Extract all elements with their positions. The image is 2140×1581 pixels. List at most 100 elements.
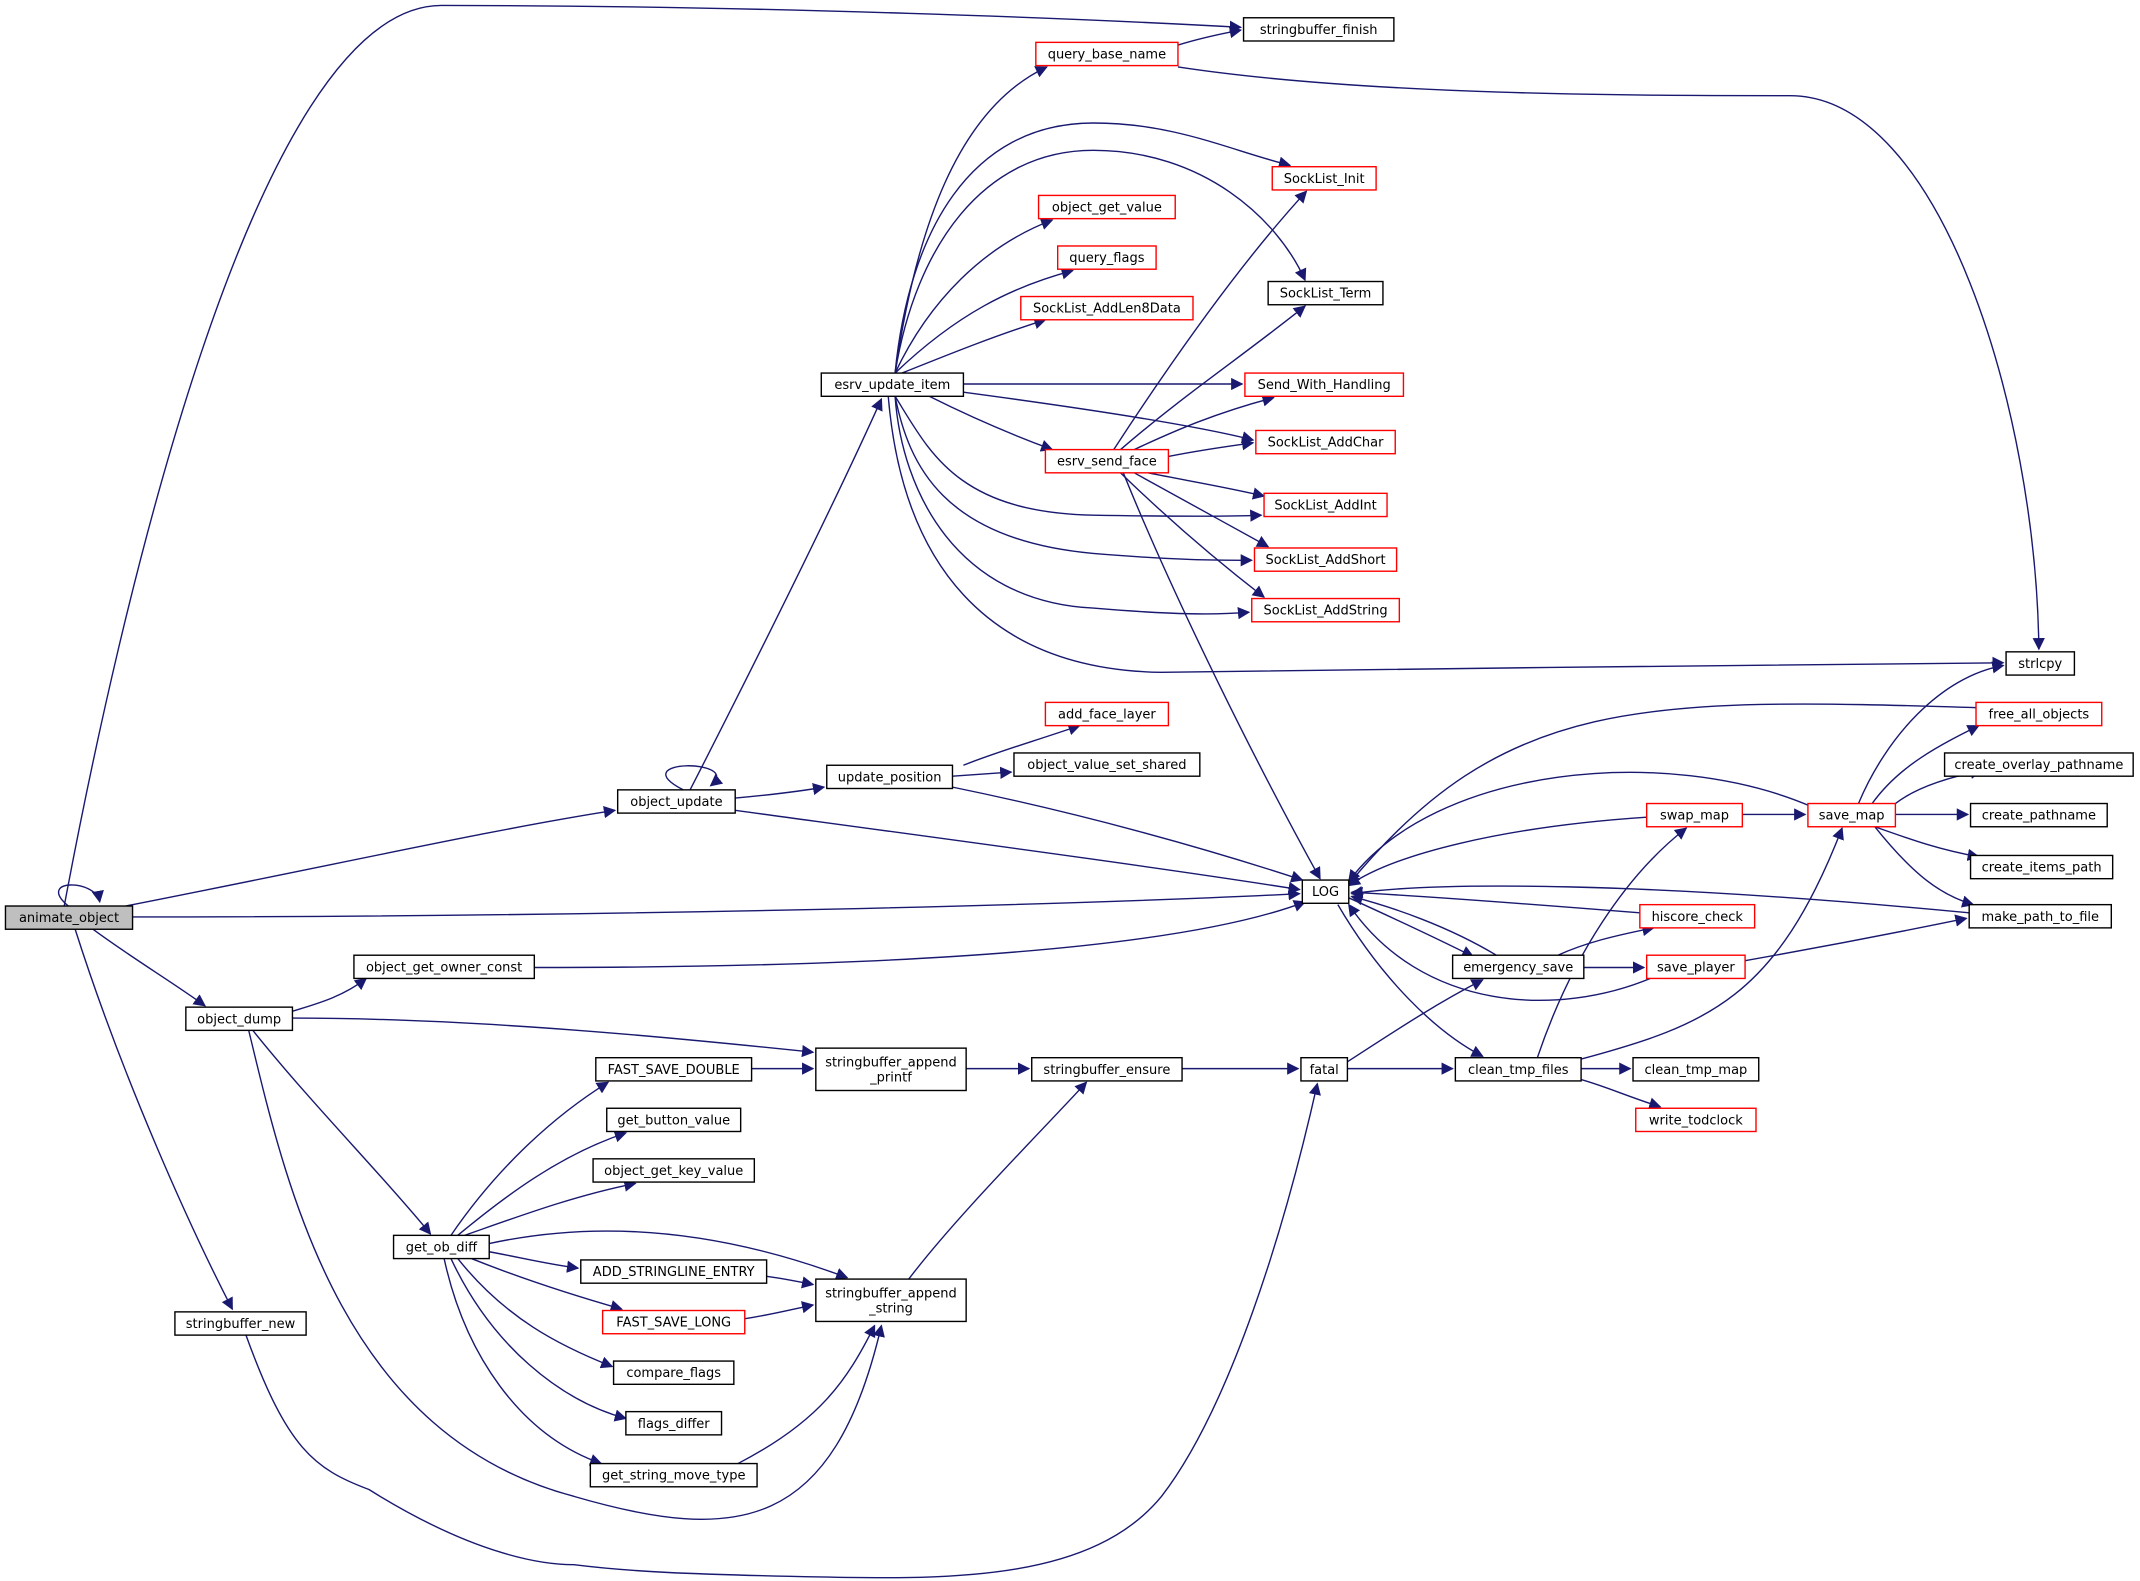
node-get-button-value[interactable]: get_button_value — [606, 1107, 742, 1133]
edge-esrv_update_item-to-esrv_send_face — [929, 396, 1054, 452]
node-socklist-addstring[interactable]: SockList_AddString — [1251, 597, 1401, 623]
node-get-string-move-type[interactable]: get_string_move_type — [589, 1462, 758, 1488]
node-label-line: object_dump — [197, 1012, 281, 1027]
edge-stringbuffer_new-to-fatal — [246, 1082, 1321, 1578]
node-label: write_todclock — [1649, 1113, 1743, 1128]
node-label: add_face_layer — [1058, 708, 1156, 723]
node-object-update[interactable]: object_update — [616, 789, 736, 814]
node-fast-save-long[interactable]: FAST_SAVE_LONG — [601, 1309, 746, 1335]
edge-get_string_move_type-to-stringbuffer_append_string — [738, 1324, 875, 1464]
node-label-line: stringbuffer_append — [825, 1055, 957, 1070]
node-save-player[interactable]: save_player — [1645, 954, 1746, 980]
node-compare-flags[interactable]: compare_flags — [612, 1360, 735, 1386]
node-label: object_get_key_value — [604, 1164, 743, 1179]
node-flags-differ[interactable]: flags_differ — [625, 1410, 723, 1436]
edge-object_update-to-esrv_update_item — [690, 397, 883, 790]
node-object-value-set-shared[interactable]: object_value_set_shared — [1013, 752, 1201, 777]
node-add-face-layer[interactable]: add_face_layer — [1044, 701, 1170, 727]
node-label: FAST_SAVE_LONG — [616, 1316, 731, 1331]
node-stringbuffer-finish[interactable]: stringbuffer_finish — [1242, 17, 1395, 42]
node-box — [185, 1006, 294, 1032]
node-socklist-init[interactable]: SockList_Init — [1271, 166, 1377, 191]
node-animate-object[interactable]: animate_object — [4, 905, 134, 930]
node-object-get-owner-const[interactable]: object_get_owner_const — [353, 954, 536, 980]
node-save-map[interactable]: save_map — [1807, 802, 1897, 828]
node-box — [1645, 802, 1744, 828]
node-fast-save-double[interactable]: FAST_SAVE_DOUBLE — [595, 1057, 753, 1082]
node-query-flags[interactable]: query_flags — [1057, 245, 1157, 270]
node-swap-map[interactable]: swap_map — [1645, 802, 1744, 828]
edge-update_position-to-LOG — [952, 787, 1304, 883]
node-send-with-handling[interactable]: Send_With_Handling — [1244, 372, 1405, 397]
node-box — [174, 1311, 307, 1336]
node-query-base-name[interactable]: query_base_name — [1035, 41, 1179, 67]
node-object-get-key-value[interactable]: object_get_key_value — [592, 1158, 756, 1183]
node-hiscore-check[interactable]: hiscore_check — [1639, 903, 1756, 929]
node-box — [1632, 1057, 1760, 1082]
edge-animate_object-to-object_update — [126, 805, 617, 906]
edge-get_ob_diff-to-FAST_SAVE_DOUBLE — [451, 1082, 610, 1235]
node-socklist-term[interactable]: SockList_Term — [1267, 280, 1384, 306]
node-strlcpy[interactable]: strlcpy — [2005, 651, 2076, 676]
edge-update_position-to-object_value_set_shared — [952, 766, 1013, 779]
node-label-line: SockList_AddLen8Data — [1033, 302, 1181, 317]
node-label: Send_With_Handling — [1258, 378, 1391, 393]
node-esrv-send-face[interactable]: esrv_send_face — [1044, 448, 1170, 474]
node-stringbuffer-new[interactable]: stringbuffer_new — [174, 1311, 307, 1336]
edge-animate_object-to-object_dump — [93, 929, 206, 1006]
node-box — [1242, 17, 1395, 42]
edge-LOG-to-clean_tmp_files — [1338, 905, 1484, 1057]
node-create-overlay-pathname[interactable]: create_overlay_pathname — [1943, 752, 2134, 777]
node-stringbuffer-append-printf[interactable]: stringbuffer_append_printf — [815, 1047, 967, 1092]
edge-hiscore_check-to-LOG — [1350, 886, 1640, 912]
node-clean-tmp-files[interactable]: clean_tmp_files — [1454, 1057, 1582, 1082]
node-update-position[interactable]: update_position — [826, 764, 954, 790]
node-emergency-save[interactable]: emergency_save — [1451, 954, 1585, 980]
node-log[interactable]: LOG — [1301, 879, 1350, 904]
node-label: object_get_value — [1052, 201, 1162, 216]
node-box — [826, 764, 954, 790]
node-box — [1044, 448, 1170, 474]
node-label: esrv_send_face — [1057, 455, 1157, 470]
edge-esrv_send_face-to-SockList_Init — [1114, 190, 1308, 449]
node-socklist-addchar[interactable]: SockList_AddChar — [1255, 429, 1396, 455]
edge-save_map-to-strlcpy — [1858, 661, 2005, 804]
node-label-line: create_items_path — [1982, 861, 2102, 876]
node-label: SockList_AddInt — [1274, 498, 1376, 513]
node-create-pathname[interactable]: create_pathname — [1969, 802, 2108, 828]
node-box — [1044, 701, 1170, 727]
node-clean-tmp-map[interactable]: clean_tmp_map — [1632, 1057, 1760, 1082]
node-box — [1451, 954, 1585, 980]
edge-query_base_name-to-strlcpy — [1178, 67, 2045, 651]
node-write-todclock[interactable]: write_todclock — [1635, 1107, 1757, 1133]
node-esrv-update-item[interactable]: esrv_update_item — [820, 372, 965, 397]
node-socklist-addshort[interactable]: SockList_AddShort — [1253, 547, 1398, 572]
node-free-all-objects[interactable]: free_all_objects — [1975, 701, 2103, 727]
node-add-stringline-entry[interactable]: ADD_STRINGLINE_ENTRY — [580, 1259, 768, 1284]
node-object-dump[interactable]: object_dump — [185, 1006, 294, 1032]
edge-emergency_save-to-LOG — [1350, 893, 1497, 955]
node-make-path-to-file[interactable]: make_path_to_file — [1968, 903, 2113, 929]
node-box — [1255, 429, 1396, 455]
edge-esrv_send_face-to-SockList_AddChar — [1168, 438, 1255, 457]
node-box — [1244, 372, 1405, 397]
node-get-ob-diff[interactable]: get_ob_diff — [392, 1234, 490, 1260]
node-label-line: SockList_Init — [1284, 172, 1365, 187]
node-label-line: update_position — [838, 770, 942, 785]
node-create-items-path[interactable]: create_items_path — [1969, 854, 2114, 880]
edge-object_dump-to-get_ob_diff — [253, 1030, 432, 1235]
node-fatal[interactable]: fatal — [1300, 1057, 1349, 1082]
node-socklist-addint[interactable]: SockList_AddInt — [1263, 492, 1388, 518]
node-label: stringbuffer_new — [186, 1317, 296, 1332]
node-socklist-addlen8data[interactable]: SockList_AddLen8Data — [1020, 295, 1194, 321]
edge-save_map-to-make_path_to_file — [1875, 827, 1975, 908]
node-label-line: stringbuffer_new — [186, 1317, 296, 1332]
node-label: query_base_name — [1048, 47, 1166, 62]
edge-esrv_send_face-to-SockList_AddString — [1121, 473, 1266, 597]
node-stringbuffer-ensure[interactable]: stringbuffer_ensure — [1031, 1057, 1183, 1082]
node-label: create_items_path — [1982, 861, 2102, 876]
node-stringbuffer-append-string[interactable]: stringbuffer_append_string — [815, 1278, 967, 1323]
edge-esrv_update_item-to-SockList_AddInt — [895, 396, 1263, 522]
node-label: SockList_AddString — [1264, 604, 1388, 619]
node-object-get-value[interactable]: object_get_value — [1037, 194, 1176, 220]
